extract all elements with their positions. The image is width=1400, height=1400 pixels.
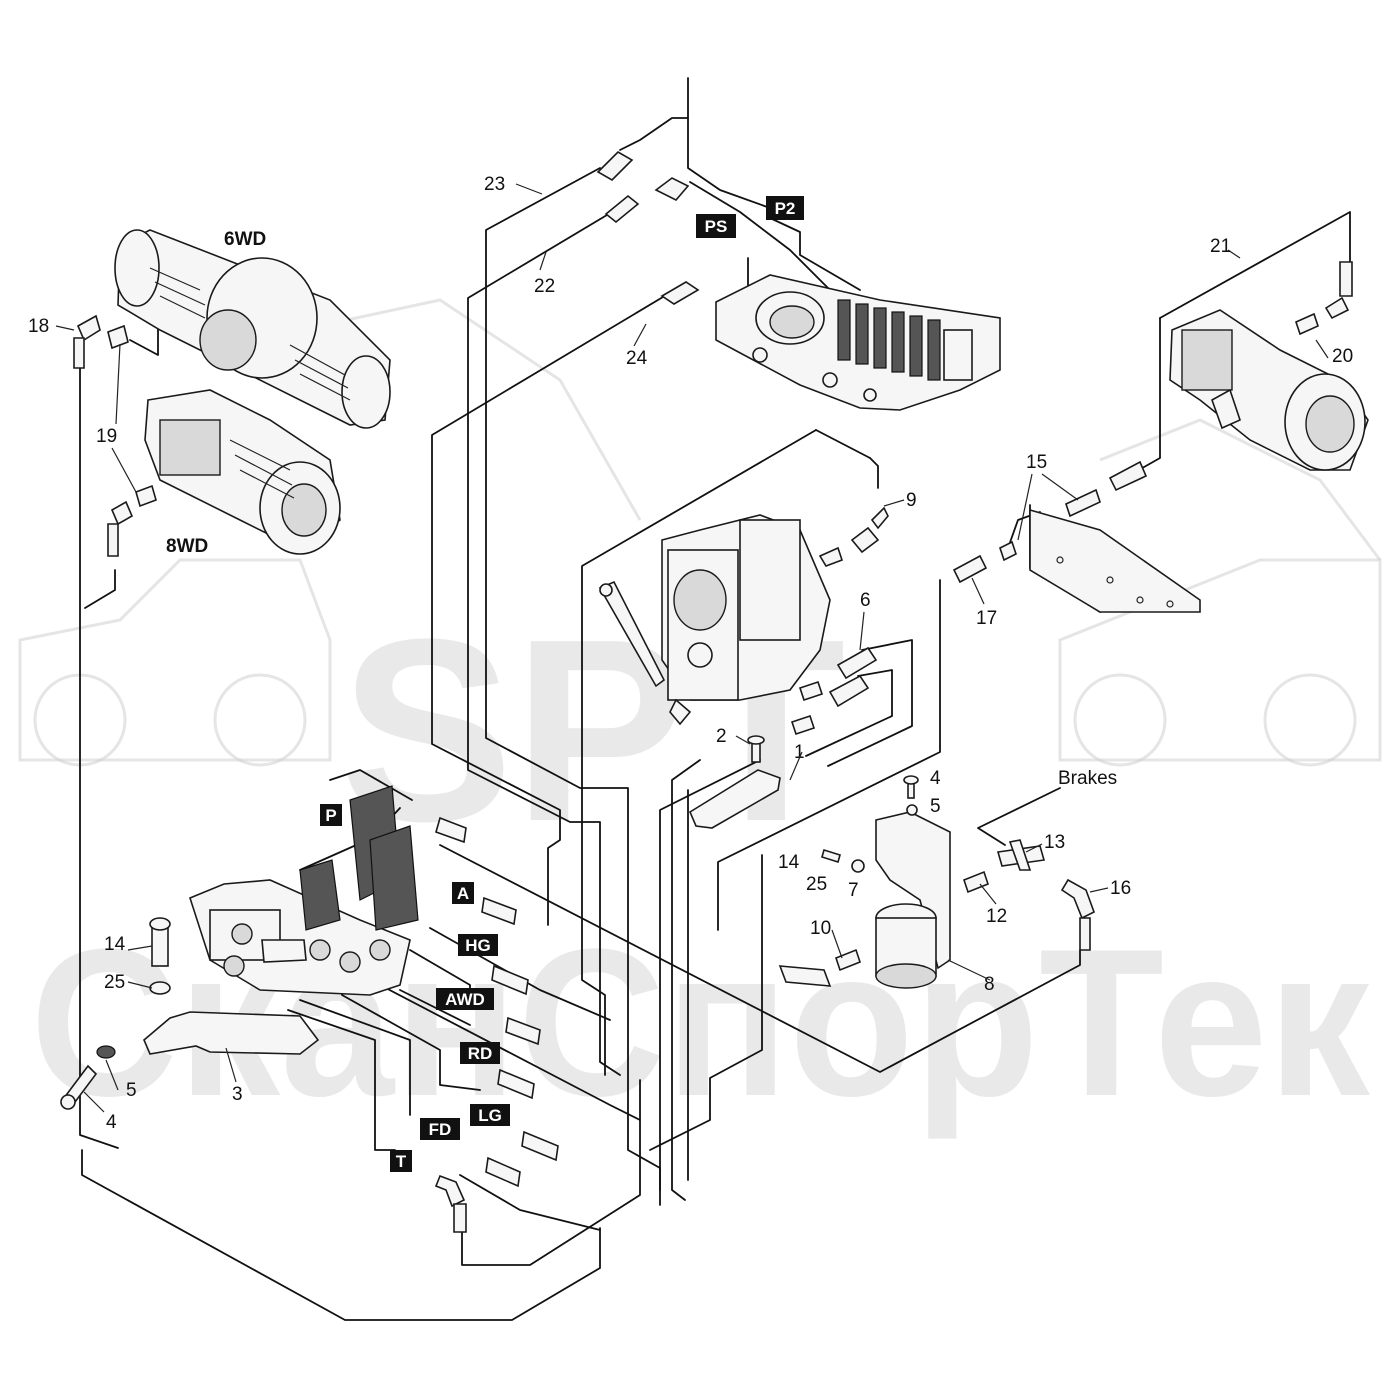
svg-text:FD: FD xyxy=(429,1120,452,1139)
svg-text:A: A xyxy=(457,884,469,903)
callout-22: 22 xyxy=(534,276,555,297)
callout-20: 20 xyxy=(1332,346,1353,367)
callout-25-brakes: 25 xyxy=(806,874,827,895)
tag-hg: HG xyxy=(458,934,498,956)
callout-10: 10 xyxy=(810,918,831,939)
brake-fittings xyxy=(778,839,1095,987)
fitting-6 xyxy=(790,646,878,736)
callout-25-left: 25 xyxy=(104,972,125,993)
valve-port-fittings xyxy=(434,816,559,1233)
callout-15: 15 xyxy=(1026,452,1047,473)
callout-17: 17 xyxy=(976,608,997,629)
main-valve-block xyxy=(715,274,1001,411)
fitting-9 xyxy=(818,506,889,567)
callout-23: 23 xyxy=(484,174,505,195)
callout-13: 13 xyxy=(1044,832,1065,853)
callout-14-brakes: 14 xyxy=(778,852,800,873)
bracket-3 xyxy=(60,917,320,1110)
callout-2: 2 xyxy=(716,726,727,747)
callout-14-left: 14 xyxy=(104,934,126,955)
left-fittings xyxy=(73,314,157,557)
fitting-17 xyxy=(952,554,988,584)
bracket-1 xyxy=(688,735,781,829)
tag-awd: AWD xyxy=(436,988,494,1010)
label-brakes: Brakes xyxy=(1058,768,1117,789)
svg-text:P2: P2 xyxy=(775,199,796,218)
callout-5-left: 5 xyxy=(126,1080,137,1101)
callout-21: 21 xyxy=(1210,236,1231,257)
callout-4-left: 4 xyxy=(106,1112,117,1133)
rear-axle xyxy=(1169,261,1369,471)
svg-text:AWD: AWD xyxy=(445,990,485,1009)
callout-6: 6 xyxy=(860,590,871,611)
svg-text:P: P xyxy=(325,806,336,825)
callout-8: 8 xyxy=(984,974,995,995)
callout-19: 19 xyxy=(96,426,117,447)
label-6wd: 6WD xyxy=(224,229,266,250)
tag-fd: FD xyxy=(420,1118,460,1140)
eight-wd-axle xyxy=(144,389,341,555)
callout-4-brakes: 4 xyxy=(930,768,941,789)
svg-text:T: T xyxy=(396,1152,407,1171)
svg-text:LG: LG xyxy=(478,1106,502,1125)
six-wd-axle xyxy=(114,229,391,429)
callout-3: 3 xyxy=(232,1084,243,1105)
tag-a: A xyxy=(452,882,474,904)
transmission-control-block xyxy=(598,514,831,726)
tag-p: P xyxy=(320,804,342,826)
callout-5-brakes: 5 xyxy=(930,796,941,817)
mounting-plate xyxy=(999,460,1201,613)
svg-text:RD: RD xyxy=(468,1044,493,1063)
hydraulic-lines xyxy=(79,77,1351,1321)
tag-t: T xyxy=(390,1150,412,1172)
callout-leaders xyxy=(55,183,1329,1113)
tag-lg: LG xyxy=(470,1104,510,1126)
callout-18: 18 xyxy=(28,316,49,337)
svg-text:HG: HG xyxy=(465,936,491,955)
callout-16: 16 xyxy=(1110,878,1131,899)
callouts: 1 2 3 4 4 5 5 6 7 8 9 10 12 13 14 14 15 … xyxy=(28,174,1353,1133)
label-8wd: 8WD xyxy=(166,536,208,557)
tag-rd: RD xyxy=(460,1042,500,1064)
callout-7: 7 xyxy=(848,880,859,901)
callout-12: 12 xyxy=(986,906,1007,927)
svg-text:PS: PS xyxy=(705,217,728,236)
callout-1: 1 xyxy=(794,742,805,763)
tag-ps: PS xyxy=(696,214,736,238)
callout-9: 9 xyxy=(906,490,917,511)
control-valve xyxy=(189,785,419,996)
tag-p2: P2 xyxy=(766,196,804,220)
callout-24: 24 xyxy=(626,348,648,369)
brake-accumulator xyxy=(875,775,951,989)
fittings-top xyxy=(596,151,700,305)
